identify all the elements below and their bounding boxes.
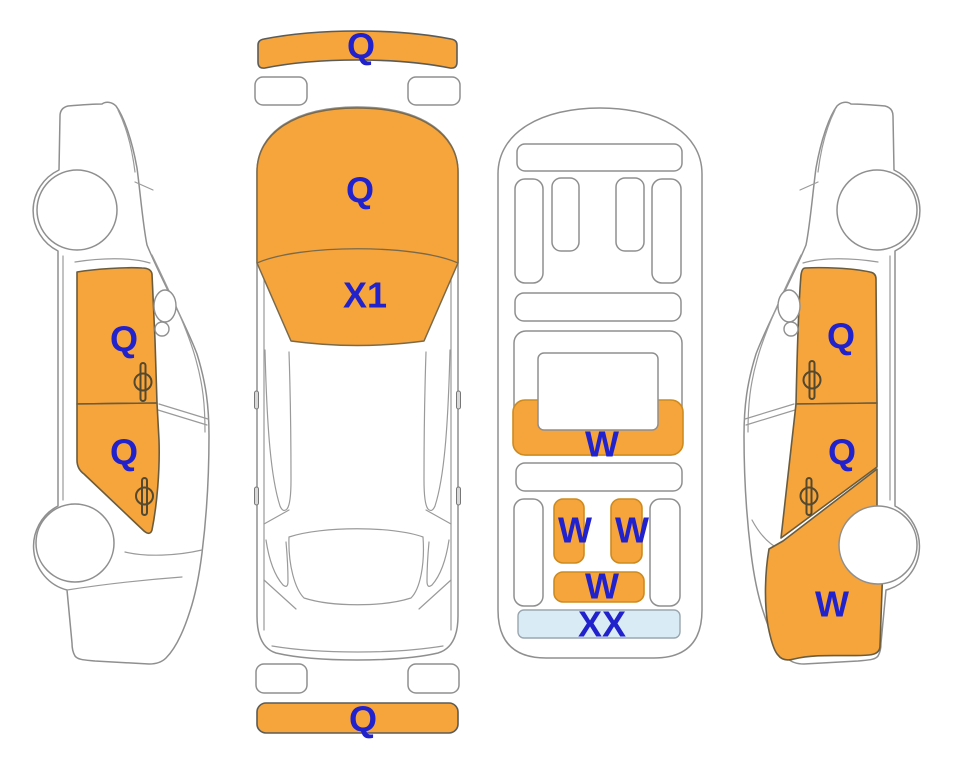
- left-hood-crease: [117, 109, 136, 173]
- left-rear-wheel: [35, 503, 115, 583]
- right-a-pillar-line: [747, 254, 802, 433]
- top-windshield-code: X1: [343, 275, 387, 316]
- top-hood-windshield-panel: [256, 107, 459, 347]
- right-side-view: Q Q W: [743, 101, 921, 665]
- interior-rear-left-trim: [513, 498, 544, 607]
- top-right-headlight: [407, 76, 461, 106]
- interior-parcel-shelf-panel: [517, 609, 681, 639]
- interior-rear-seat-code: W: [585, 424, 619, 465]
- top-view: Q Q X1 Q: [254, 26, 461, 740]
- left-c-pillar-line: [124, 549, 203, 556]
- interior-mid-strip: [514, 292, 682, 322]
- top-right-taillight: [407, 663, 460, 694]
- interior-left-seat-panel: [553, 498, 585, 564]
- left-front-door-handle-icon: [133, 362, 153, 402]
- interior-view: W W W W XX: [497, 107, 703, 659]
- right-rear-door-code: Q: [828, 432, 856, 473]
- left-windshield-base: [134, 181, 154, 191]
- interior-right-seat-panel: [610, 498, 643, 564]
- right-rear-wheel: [838, 505, 918, 585]
- top-left-headlight: [254, 76, 308, 106]
- top-left-rear-channel: [265, 539, 289, 587]
- right-b-pillar-lines: [744, 403, 796, 426]
- interior-right-seat-code: W: [615, 510, 649, 551]
- right-front-wheel: [836, 169, 918, 251]
- left-fender-door-seam: [74, 258, 151, 264]
- top-left-front-handle-tick: [254, 390, 259, 410]
- top-rear-bumper-code: Q: [349, 699, 377, 740]
- interior-front-right-seat: [615, 177, 645, 252]
- top-hood-windshield-seam: [256, 248, 459, 264]
- top-right-front-handle-tick: [456, 390, 461, 410]
- top-left-rear-handle-tick: [254, 486, 259, 506]
- left-front-door-panel: [76, 266, 158, 405]
- left-a-pillar-line: [151, 254, 206, 433]
- right-rear-quarter-code: W: [815, 584, 849, 625]
- interior-front-left-seat: [551, 177, 580, 252]
- right-side-mirror: [777, 289, 801, 337]
- interior-armrest: [537, 352, 659, 431]
- left-deck-seam: [66, 576, 183, 591]
- right-hood-crease: [817, 109, 836, 173]
- left-rear-door-handle-icon: [135, 477, 154, 516]
- interior-front-right-trim: [651, 178, 682, 284]
- top-right-rear-handle-tick: [456, 486, 461, 506]
- interior-mid-strip-2: [515, 462, 683, 492]
- left-front-door-code: Q: [110, 319, 138, 360]
- left-b-pillar-lines: [157, 403, 209, 426]
- top-left-window-channel: [264, 349, 292, 512]
- top-front-bumper: [257, 30, 458, 69]
- interior-rear-center-panel: [553, 571, 645, 603]
- interior-left-seat-code: W: [558, 510, 592, 551]
- interior-dashboard: [516, 143, 683, 172]
- left-side-view: Q Q: [32, 101, 210, 665]
- right-front-door-code: Q: [827, 316, 855, 357]
- top-hood-code: Q: [346, 170, 374, 211]
- top-trunk-line: [271, 645, 444, 653]
- top-right-window-channel: [423, 349, 451, 512]
- left-front-wheel: [36, 169, 118, 251]
- top-right-rear-channel: [426, 539, 450, 587]
- right-front-door-handle-icon: [802, 360, 822, 400]
- interior-front-left-trim: [514, 178, 544, 284]
- left-rear-door-code: Q: [110, 432, 138, 473]
- top-left-taillight: [255, 663, 308, 694]
- interior-rear-center-code: W: [585, 566, 619, 607]
- right-rear-door-handle-icon: [799, 477, 819, 516]
- top-rear-window: [288, 528, 425, 606]
- interior-rear-right-trim: [649, 498, 681, 607]
- interior-parcel-shelf-code: XX: [578, 604, 626, 645]
- right-windshield-base: [799, 181, 819, 191]
- right-fender-door-seam: [802, 258, 879, 264]
- top-rear-bumper: [256, 702, 459, 734]
- left-side-mirror: [153, 289, 177, 337]
- top-side-lines: [263, 277, 452, 631]
- top-pillar-kinks: [263, 509, 452, 610]
- top-front-bumper-code: Q: [347, 26, 375, 67]
